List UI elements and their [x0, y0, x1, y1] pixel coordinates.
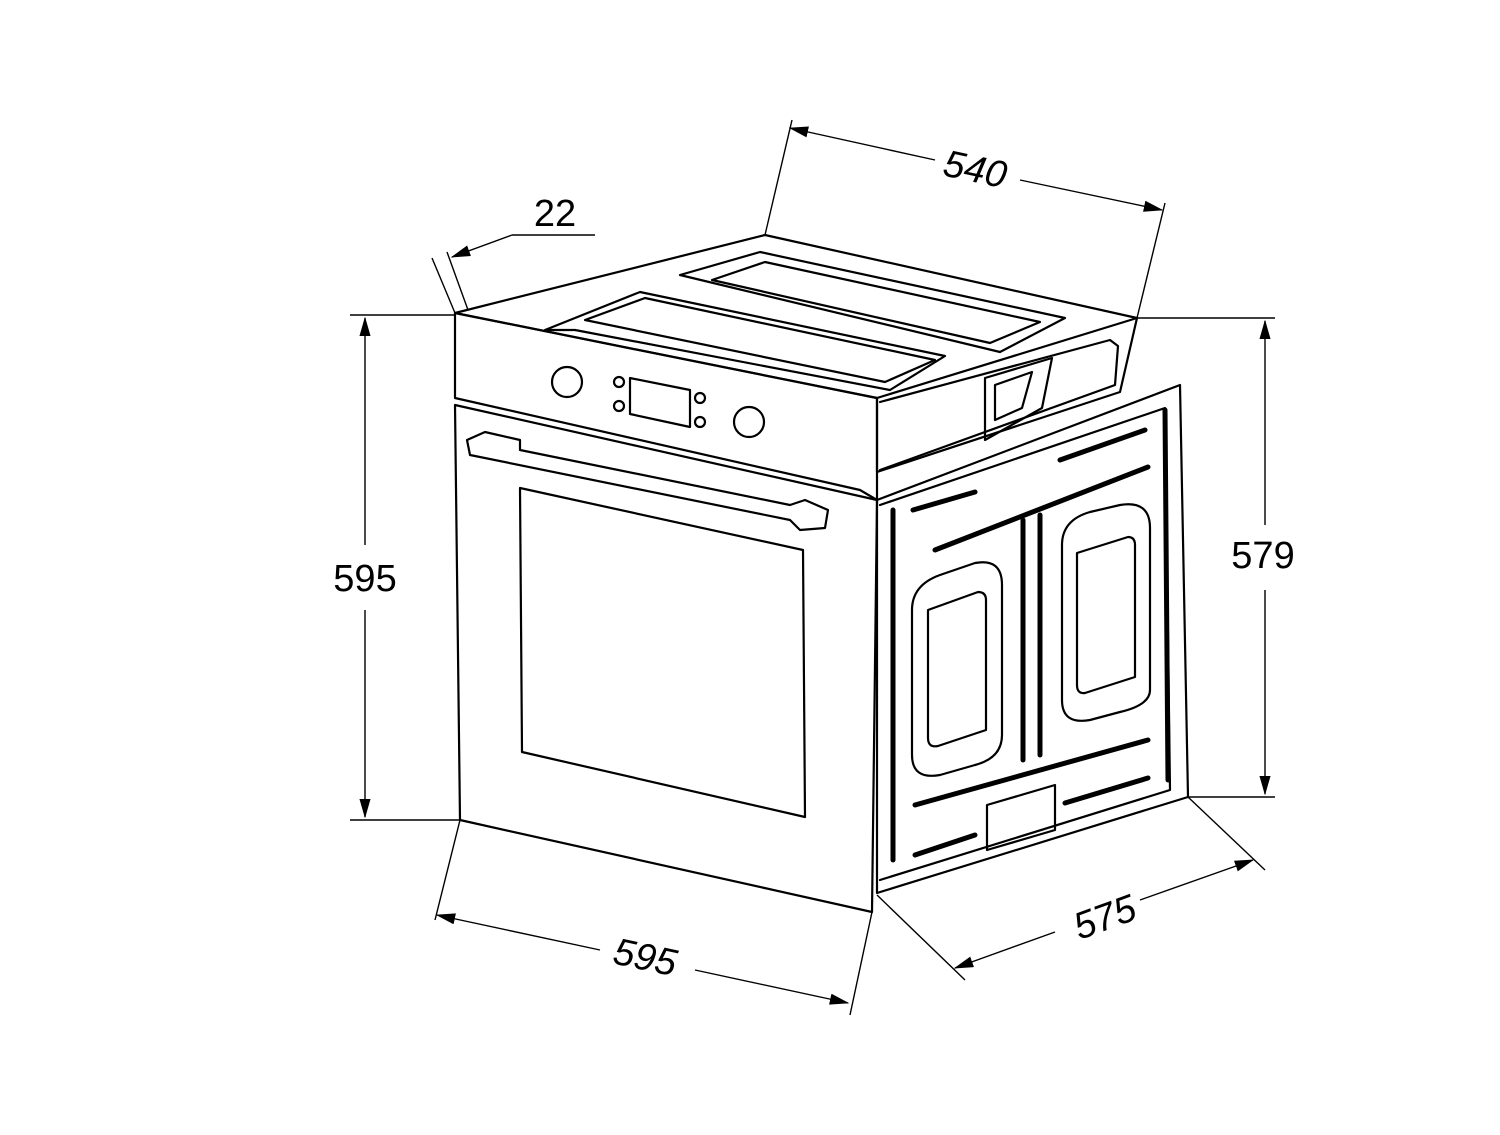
top-vent-left-inner: [583, 296, 937, 384]
oven-side: [875, 383, 1190, 895]
side-vent-left: [910, 561, 1004, 777]
dimension-panel-thickness: 22: [431, 193, 595, 314]
dimension-label-579: 579: [1231, 535, 1294, 577]
top-vent-right-inner: [710, 260, 1042, 345]
button-icon: [612, 375, 626, 389]
display: [628, 376, 692, 429]
left-knob: [550, 365, 584, 399]
dimension-body-height: 579: [1137, 317, 1295, 798]
dimension-body-depth: 575: [876, 796, 1266, 981]
dimension-label-575: 575: [1068, 887, 1143, 948]
rear-connector: [983, 356, 1054, 442]
dimension-top-depth: 540: [764, 119, 1166, 319]
button-icon: [693, 391, 707, 405]
dimension-label-22: 22: [534, 193, 576, 235]
right-knob: [732, 405, 766, 439]
dimension-label-540: 540: [940, 143, 1011, 197]
top-vent-right: [678, 250, 1067, 354]
side-vent-right: [1060, 503, 1152, 722]
door-window: [518, 486, 807, 819]
oven-door: [453, 403, 879, 914]
control-panel: [453, 311, 1139, 502]
top-vent-left: [543, 290, 947, 392]
door-handle: [465, 430, 830, 532]
dimension-label-595-width: 595: [610, 931, 682, 985]
button-icon: [693, 415, 707, 429]
dimension-label-595-height: 595: [333, 558, 396, 600]
dimension-front-width: 595: [434, 819, 873, 1016]
button-icon: [612, 399, 626, 413]
side-plate: [985, 783, 1057, 852]
dimension-front-height: 595: [333, 314, 460, 821]
oven-top: [453, 233, 1139, 400]
